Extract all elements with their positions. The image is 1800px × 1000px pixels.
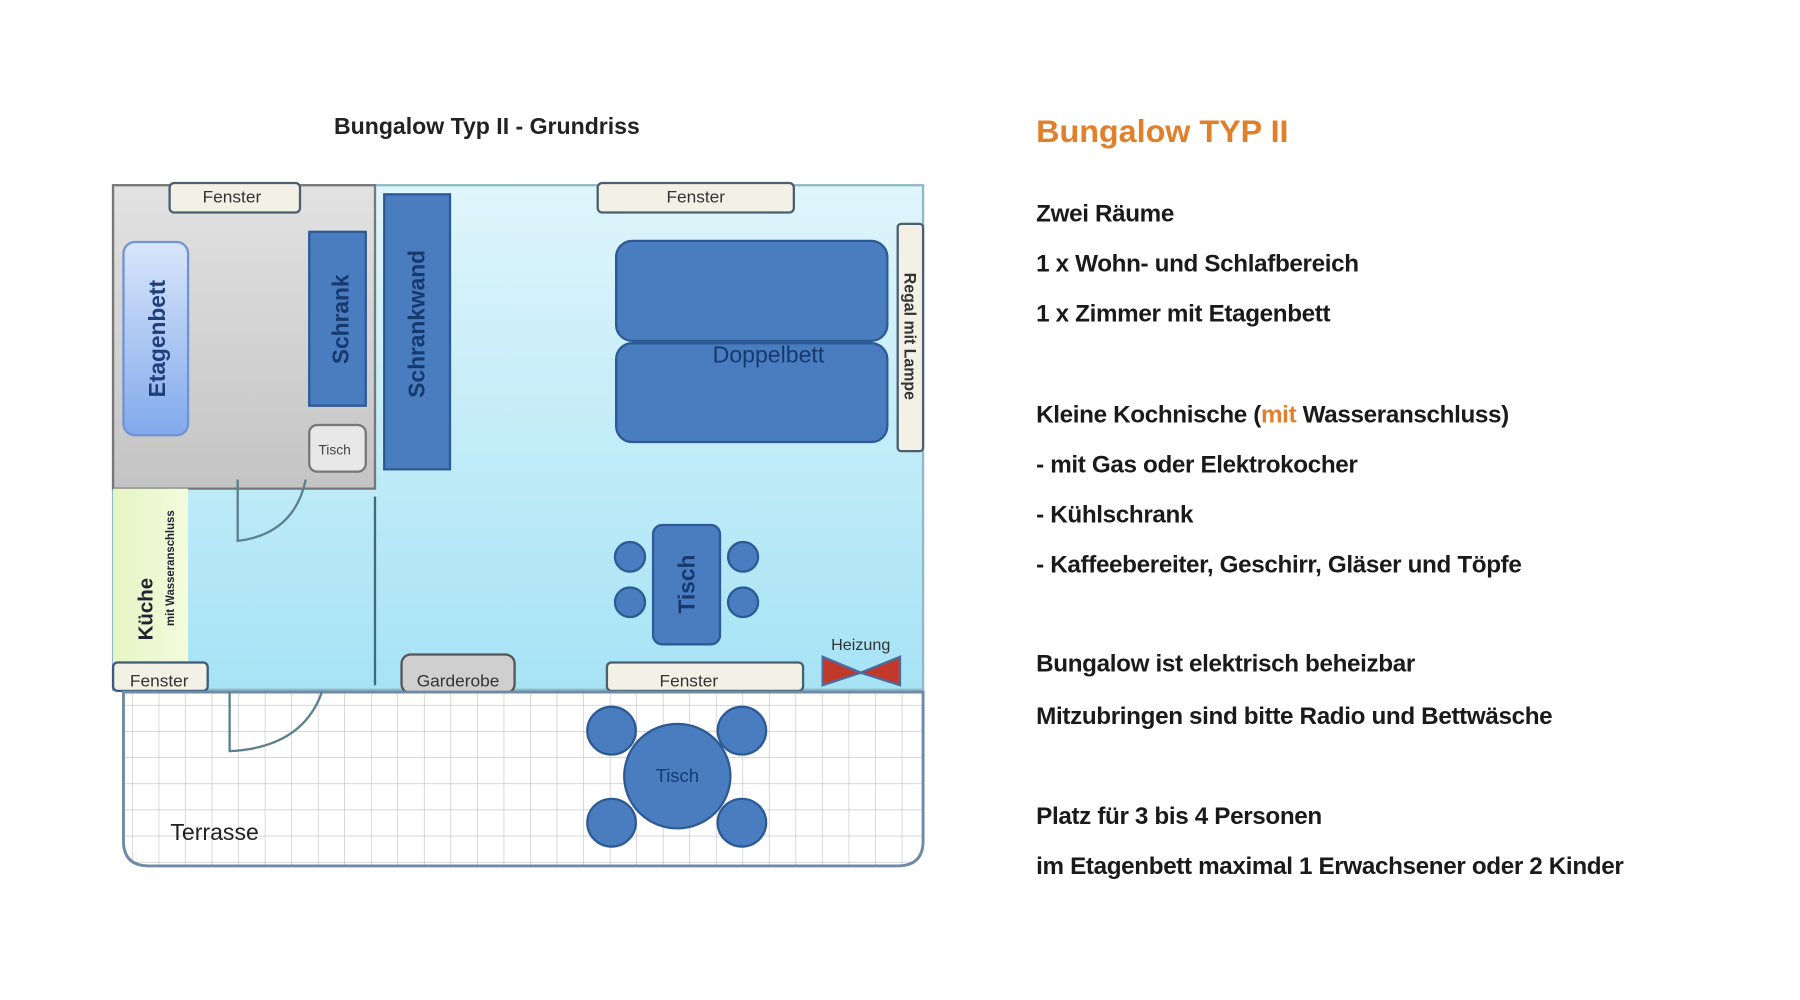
capacity-line: Platz für 3 bis 4 Personen (1036, 803, 1322, 830)
kitchen-line: Kleine Kochnische (mit Wasseranschluss) (1036, 402, 1509, 429)
window-label: Fenster (660, 670, 719, 690)
plan-title: Bungalow Typ II - Grundriss (334, 113, 640, 139)
info-note: Mitzubringen sind bitte Radio und Bettwä… (1036, 703, 1552, 730)
info-line: Zwei Räume (1036, 201, 1174, 228)
kitchen-prefix: Kleine Kochnische ( (1036, 402, 1261, 429)
heater: Heizung (821, 636, 902, 687)
wardrobe-label: Schrank (327, 274, 353, 364)
kitchen-note: mit Wasseranschluss (165, 510, 177, 626)
window-top-left: Fenster (168, 181, 302, 214)
wall-unit-label: Schrankwand (403, 250, 429, 398)
window-bottom-left: Fenster (111, 661, 209, 693)
wall-unit: Schrankwand (383, 193, 452, 471)
kitchen: Küche mit Wasseranschluss (134, 510, 177, 640)
info-line: 1 x Wohn- und Schlafbereich (1036, 251, 1359, 278)
kitchen-item: - Kaffeebereiter, Geschirr, Gläser und T… (1036, 552, 1521, 579)
wardrobe: Schrank (308, 230, 367, 407)
shelf-with-lamp: Regal mit Lampe (896, 222, 925, 453)
window-label: Fenster (203, 186, 262, 206)
info-note: Bungalow ist elektrisch beheizbar (1036, 651, 1415, 678)
double-bed: Doppelbett (615, 239, 889, 444)
kitchen-area (113, 488, 189, 665)
coat-rack-label: Garderobe (417, 670, 500, 690)
small-table-label: Tisch (318, 443, 351, 458)
info-line: 1 x Zimmer mit Etagenbett (1036, 301, 1330, 328)
kitchen-item: - Kühlschrank (1036, 502, 1194, 529)
window-label: Fenster (666, 186, 725, 206)
info-heading: Bungalow TYP II (1036, 113, 1288, 149)
bunk-bed-label: Etagenbett (144, 280, 170, 398)
door-swing-icon (228, 691, 324, 753)
kitchen-label: Küche (134, 578, 157, 641)
heater-icon (821, 655, 902, 687)
dining-table-label: Tisch (673, 555, 699, 614)
capacity-line: im Etagenbett maximal 1 Erwachsener oder… (1036, 853, 1623, 880)
door-swing-icon (236, 479, 307, 543)
bunk-bed: Etagenbett (122, 240, 190, 437)
kitchen-highlight: mit (1261, 402, 1297, 429)
dining-table: Tisch (613, 523, 760, 646)
double-bed-label: Doppelbett (713, 342, 825, 368)
kitchen-item: - mit Gas oder Elektrokocher (1036, 452, 1357, 479)
kitchen-suffix: Wasseranschluss) (1296, 402, 1509, 429)
terrace-label: Terrasse (170, 819, 258, 845)
window-label: Fenster (130, 670, 189, 690)
heater-label: Heizung (831, 636, 890, 654)
window-bottom-right: Fenster (605, 661, 805, 693)
coat-rack: Garderobe (400, 653, 516, 695)
terrace-table-label: Tisch (656, 765, 699, 786)
window-top-middle: Fenster (596, 181, 795, 214)
shelf-label: Regal mit Lampe (901, 273, 919, 400)
terrace-table: Tisch (586, 705, 768, 848)
small-table: Tisch (308, 423, 367, 473)
